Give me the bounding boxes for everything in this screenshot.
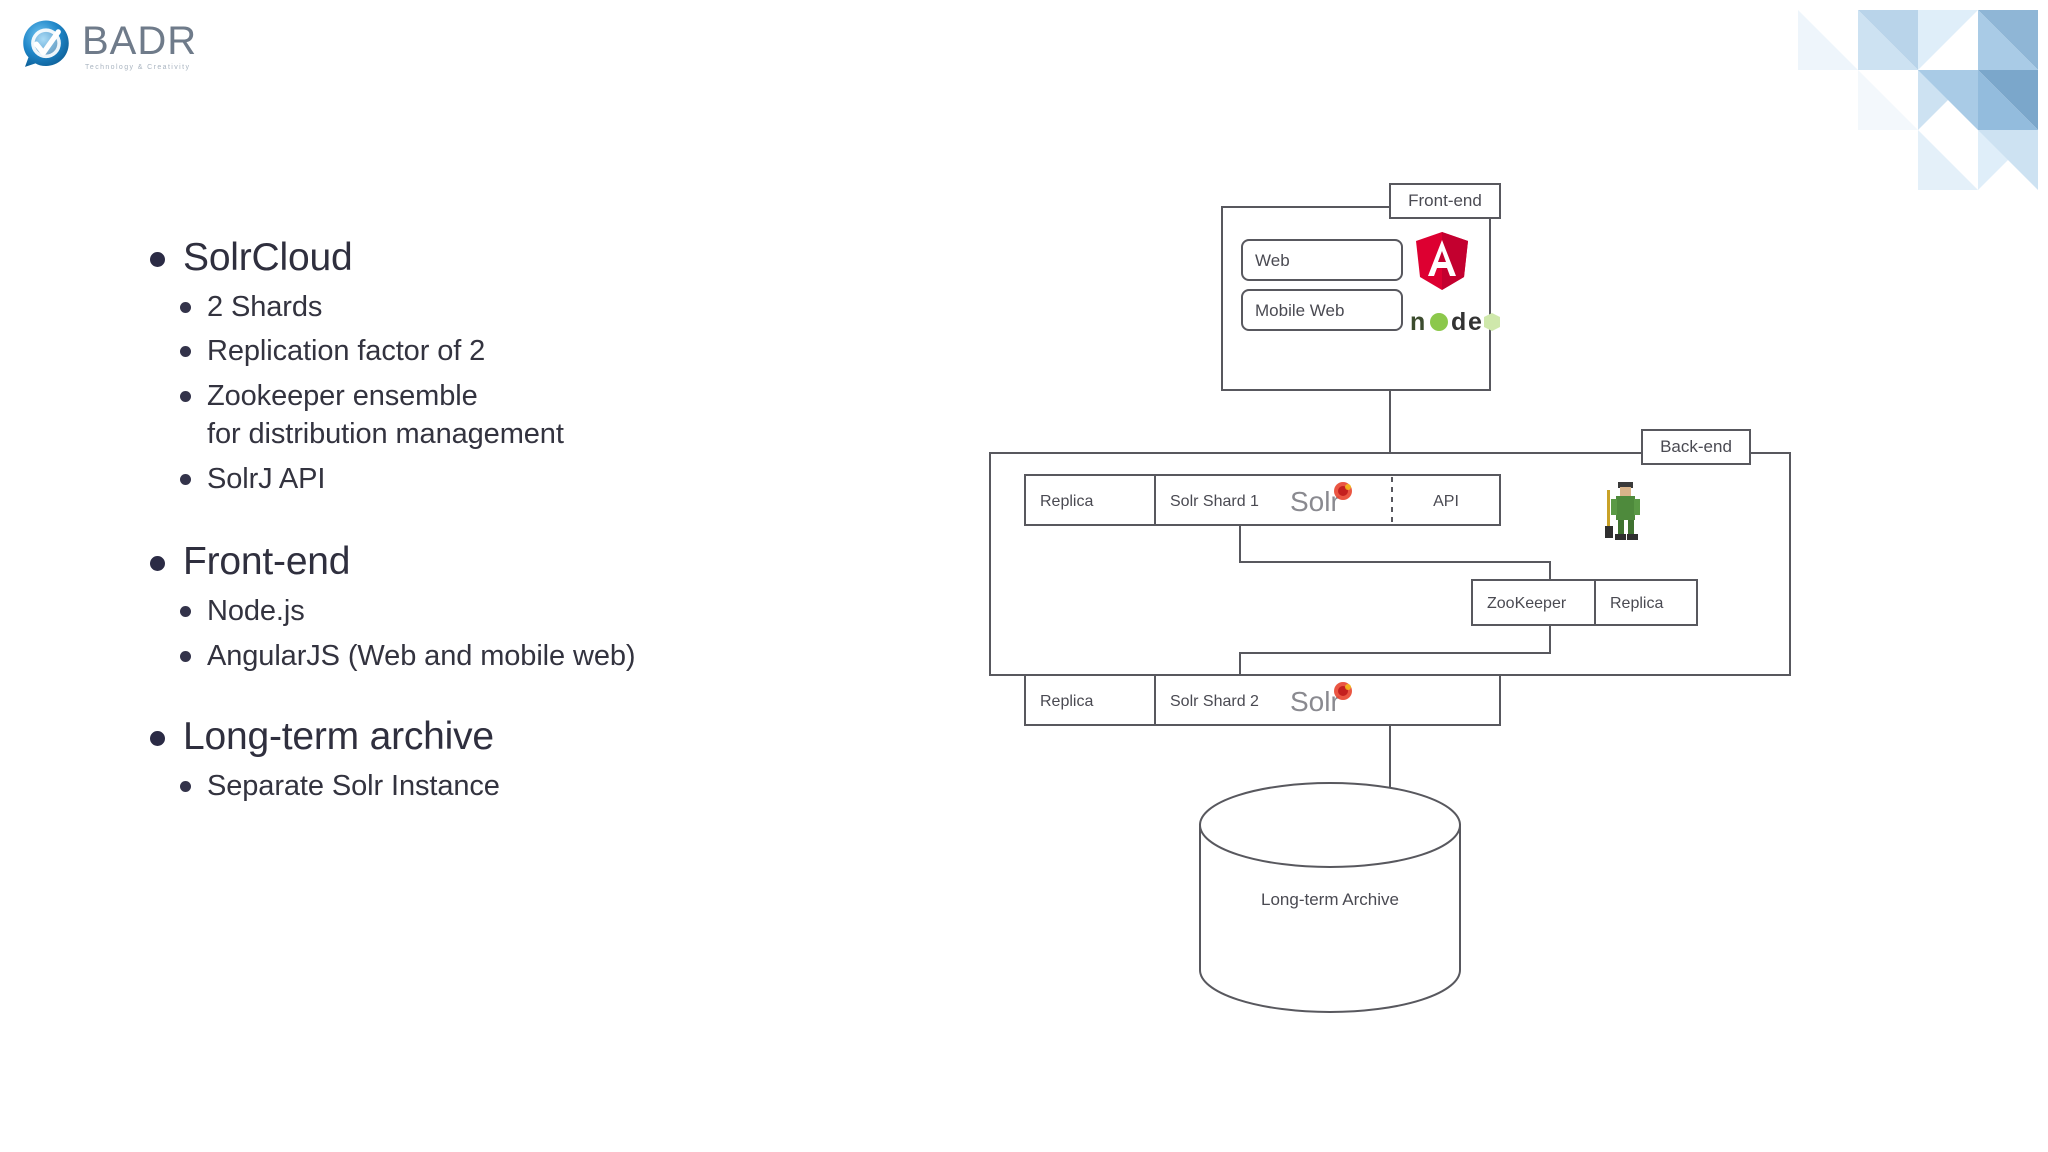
check-circle-icon	[23, 20, 69, 67]
bullet-heading: Front-end	[150, 540, 850, 584]
list-item: Replication factor of 2	[180, 332, 850, 371]
bullet-group-solrcloud: SolrCloud 2 Shards Replication factor of…	[150, 236, 850, 498]
architecture-diagram: Front-end Web Mobile Web n d e Back-end …	[989, 183, 1791, 1013]
bullet-dot	[180, 390, 191, 402]
solr-logo: Solr	[1290, 482, 1352, 517]
bullet-group-archive: Long-term archive Separate Solr Instance	[150, 715, 850, 805]
list-item-label: AngularJS (Web and mobile web)	[207, 639, 636, 672]
slide-content: SolrCloud 2 Shards Replication factor of…	[150, 236, 850, 812]
bullet-group-frontend: Front-end Node.js AngularJS (Web and mob…	[150, 540, 850, 675]
frontend-web-box	[1241, 239, 1403, 281]
frontend-web-label: Web	[1255, 251, 1290, 270]
bullet-dot	[180, 346, 191, 358]
spacer	[150, 504, 850, 540]
zookeeper-replica-label: Replica	[1610, 595, 1663, 612]
shard2-row	[1024, 674, 1501, 726]
frontend-mobileweb-label: Mobile Web	[1255, 301, 1344, 320]
bullet-dot	[180, 780, 191, 792]
long-term-archive-label: Long-term Archive	[1261, 890, 1399, 909]
list-item-label: Separate Solr Instance	[207, 769, 500, 802]
brand-logo: BADR Technology & Creativity	[18, 10, 258, 80]
svg-text:e: e	[1468, 308, 1482, 336]
brand-wordmark: BADR	[82, 19, 198, 63]
sub-bullet-list: 2 Shards Replication factor of 2 Zookeep…	[150, 288, 850, 499]
frontend-mobileweb-box	[1241, 289, 1403, 331]
list-item: Separate Solr Instance	[180, 767, 850, 806]
bullet-dot	[150, 731, 165, 747]
angular-logo	[1416, 232, 1468, 290]
sub-bullet-list: Separate Solr Instance	[150, 767, 850, 806]
zookeeper-label: ZooKeeper	[1487, 595, 1567, 612]
frontend-label-box	[1389, 183, 1501, 219]
bullet-dot	[150, 252, 165, 267]
zookeeper-box	[1471, 579, 1698, 626]
bullet-heading-label: SolrCloud	[183, 236, 353, 279]
list-item-label: Node.js	[207, 595, 305, 628]
list-item-label: Replication factor of 2	[207, 335, 486, 368]
sub-bullet-list: Node.js AngularJS (Web and mobile web)	[150, 592, 850, 675]
list-item-label: Zookeeper ensemble for distribution mana…	[207, 379, 564, 451]
brand-tagline: Technology & Creativity	[85, 64, 191, 71]
long-term-archive-cylinder	[1199, 782, 1461, 1013]
svg-text:d: d	[1451, 308, 1466, 336]
shard1-label: Solr Shard 1	[1170, 493, 1259, 510]
solr-logo: Solr	[1290, 682, 1352, 717]
list-item: Node.js	[180, 592, 850, 631]
bullet-dot	[180, 473, 191, 485]
shard2-replica-label: Replica	[1040, 693, 1093, 710]
nodejs-logo: n d e	[1410, 308, 1500, 336]
connector-zookeeper-shard2	[1239, 625, 1551, 675]
backend-label: Back-end	[1660, 437, 1732, 456]
bullet-dot	[180, 606, 191, 618]
bullet-heading-label: Long-term archive	[183, 715, 494, 759]
list-item: AngularJS (Web and mobile web)	[180, 637, 850, 676]
list-item-label: 2 Shards	[207, 290, 323, 323]
backend-label-box	[1641, 429, 1751, 465]
list-item: 2 Shards	[180, 288, 850, 327]
list-item: SolrJ API	[180, 460, 850, 499]
bullet-heading: Long-term archive	[150, 715, 850, 759]
shard1-replica-label: Replica	[1040, 493, 1093, 510]
spacer	[150, 681, 850, 715]
bullet-heading-label: Front-end	[183, 540, 351, 584]
triangle-pattern-decoration	[1798, 10, 2038, 190]
bullet-dot	[180, 650, 191, 662]
bullet-dot	[150, 556, 165, 572]
zookeeper-mascot-icon	[1605, 482, 1640, 540]
list-item: Zookeeper ensemble for distribution mana…	[180, 377, 850, 454]
shard1-row	[1024, 474, 1501, 526]
frontend-label: Front-end	[1408, 191, 1482, 210]
shard2-label: Solr Shard 2	[1170, 693, 1259, 710]
connector-shard1-zookeeper	[1239, 525, 1551, 580]
svg-text:n: n	[1410, 308, 1425, 336]
svg-text:Solr: Solr	[1290, 486, 1340, 517]
bullet-dot	[180, 301, 191, 313]
list-item-label: SolrJ API	[207, 462, 326, 495]
shard1-api-label: API	[1433, 493, 1459, 510]
svg-text:Solr: Solr	[1290, 686, 1340, 717]
bullet-heading: SolrCloud	[150, 236, 850, 280]
